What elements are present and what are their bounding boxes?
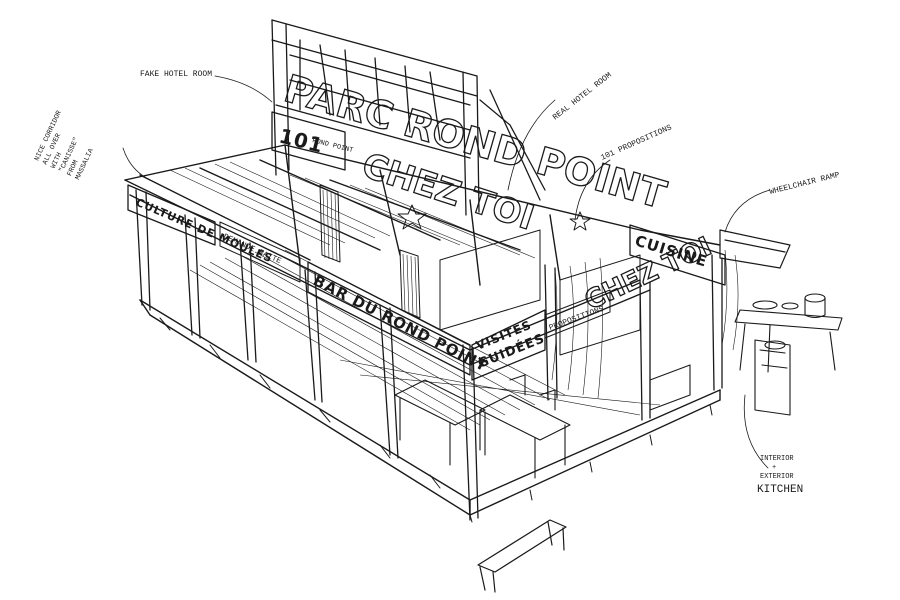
billboard-structure [271, 19, 546, 216]
annotation-fake-hotel-room: FAKE HOTEL ROOM [140, 70, 212, 79]
interior-walls [319, 184, 641, 356]
bowl-icon [752, 300, 778, 310]
annotation-kitchen: INTERIOR + EXTERIOR KITCHEN [757, 455, 803, 496]
dish-icon [781, 302, 799, 310]
roof-hatching [169, 161, 536, 259]
deck-supports [159, 317, 713, 523]
stove-pot-icon [764, 340, 786, 350]
tables-and-chairs [394, 364, 691, 479]
kitchen-note-line: INTERIOR [760, 455, 794, 463]
outdoor-kitchen [734, 309, 843, 416]
kitchen-note-line: KITCHEN [757, 484, 803, 496]
annotation-nice-corridor: NICE CORRIDOR ALL OVER WITH "CANISSE" FR… [33, 109, 96, 182]
wheelchair-ramp [719, 229, 791, 269]
annotation-wheelchair-ramp: WHEELCHAIR RAMP [769, 171, 841, 197]
culture-sign-text: CULTURE DE MOULES [134, 196, 275, 266]
sign-band-visites: VISITES GUIDÉES [471, 309, 547, 381]
annotation-leaders [122, 75, 771, 469]
deck-planks [189, 249, 661, 431]
annotation-101-propositions: 101 PROPOSITIONS [600, 123, 674, 163]
freestanding-bench [477, 519, 567, 593]
pot-icon [804, 293, 826, 303]
dark-panel-hatch [322, 189, 418, 317]
deck-floor [139, 299, 721, 516]
curtains [551, 249, 739, 399]
pot-icon [804, 297, 826, 319]
sign-band-demande: DEMANDE FAITE [219, 221, 301, 283]
annotation-real-hotel-room: REAL HOTEL ROOM [551, 71, 613, 123]
star-icon [569, 211, 591, 231]
kitchen-note-line: + [772, 464, 776, 472]
sign-band-bar: BAR DU ROND POINT [307, 261, 491, 376]
kitchen-note-line: EXTERIOR [760, 473, 794, 481]
support-posts [135, 189, 723, 521]
star-icon [397, 204, 427, 230]
